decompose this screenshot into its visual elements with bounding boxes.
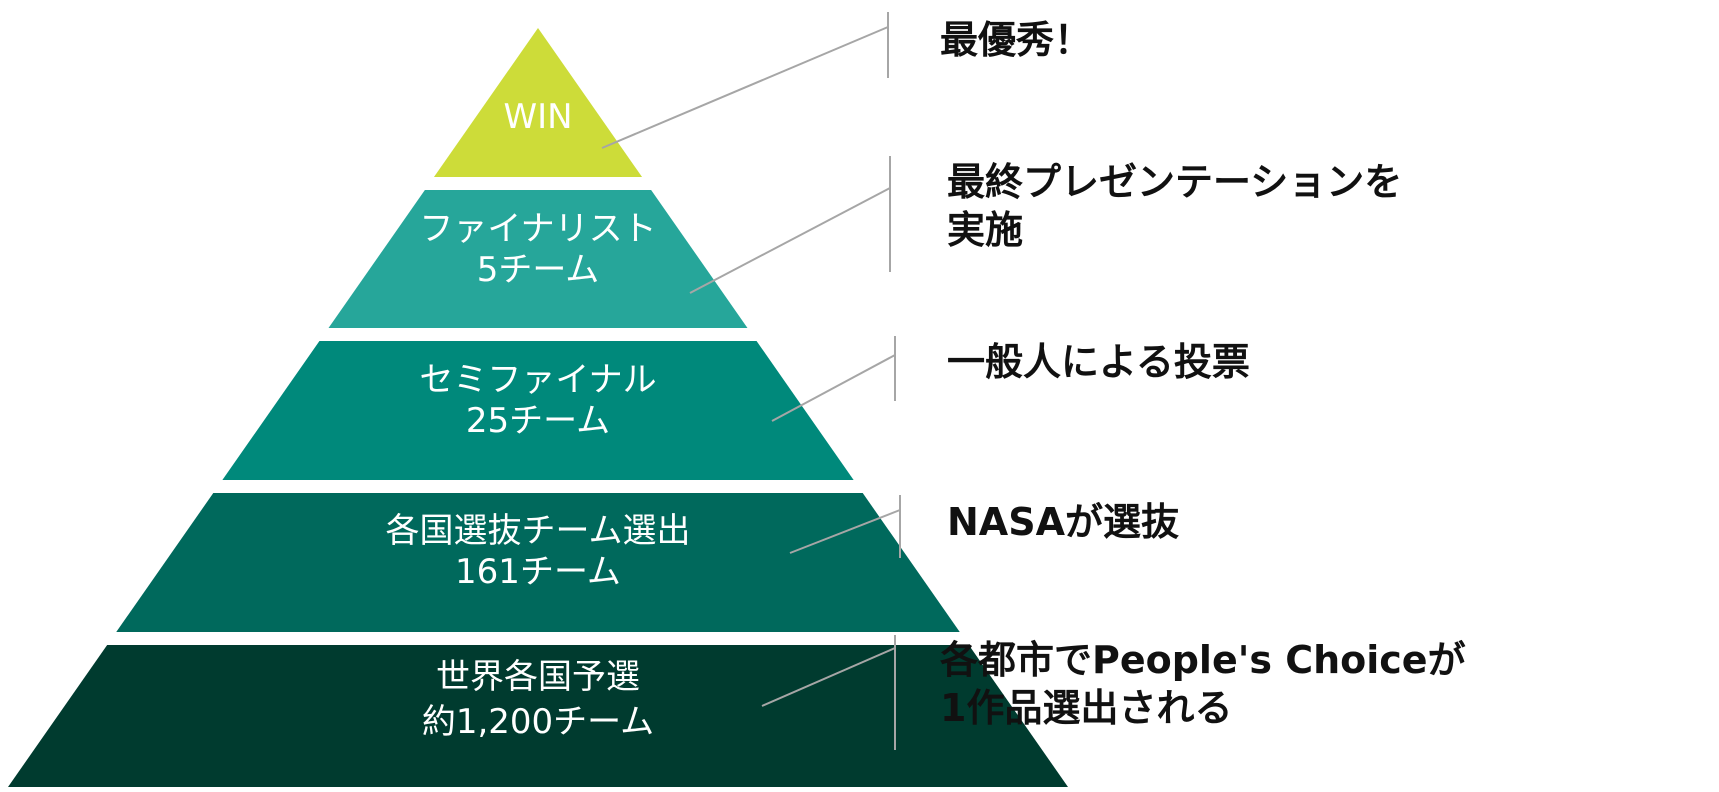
connector-line-national <box>789 509 901 554</box>
tier-label-finalist-line-1: ファイナリスト <box>419 209 656 249</box>
description-semifinal: 一般人による投票 <box>947 338 1250 386</box>
pyramid-tier-national <box>116 493 960 632</box>
tier-label-finalist-line-2: 5チーム <box>477 250 600 290</box>
description-qualifier-line-2: 1作品選出される <box>940 686 1233 730</box>
connector-line-finalist <box>689 187 891 294</box>
description-qualifier-line-1: 各都市でPeople's Choiceが <box>940 638 1466 682</box>
connector-line-win <box>601 26 889 149</box>
description-national-line-1: NASAが選抜 <box>947 500 1179 544</box>
pyramid-tier-finalist <box>328 190 748 328</box>
description-national: NASAが選抜 <box>947 498 1179 546</box>
connector-line-qualifier <box>761 647 896 707</box>
tier-label-semifinal-line-2: 25チーム <box>466 401 610 441</box>
description-finalist-line-2: 実施 <box>947 208 1024 252</box>
tier-label-semifinal-line-1: セミファイナル <box>419 360 656 400</box>
connector-line-semifinal <box>771 354 896 422</box>
description-qualifier: 各都市でPeople's Choiceが 1作品選出される <box>940 636 1466 732</box>
pyramid-tier-semifinal <box>222 341 854 480</box>
tier-label-national-line-1: 各国選抜チーム選出 <box>386 511 691 551</box>
description-win: 最優秀！ <box>940 16 1092 64</box>
description-finalist: 最終プレゼンテーションを 実施 <box>947 158 1402 254</box>
tier-label-qualifier-line-1: 世界各国予選 <box>436 657 640 697</box>
description-finalist-line-1: 最終プレゼンテーションを <box>947 160 1403 204</box>
tier-label-national-line-2: 161チーム <box>455 552 621 592</box>
pyramid-tier-win <box>433 28 643 177</box>
tier-label-qualifier-line-2: 約1,200チーム <box>422 702 654 742</box>
description-semifinal-line-1: 一般人による投票 <box>947 340 1250 384</box>
pyramid-tier-qualifier <box>8 645 1068 787</box>
description-win-line-1: 最優秀！ <box>940 18 1093 62</box>
tier-label-win-line-1: WIN <box>503 97 572 137</box>
